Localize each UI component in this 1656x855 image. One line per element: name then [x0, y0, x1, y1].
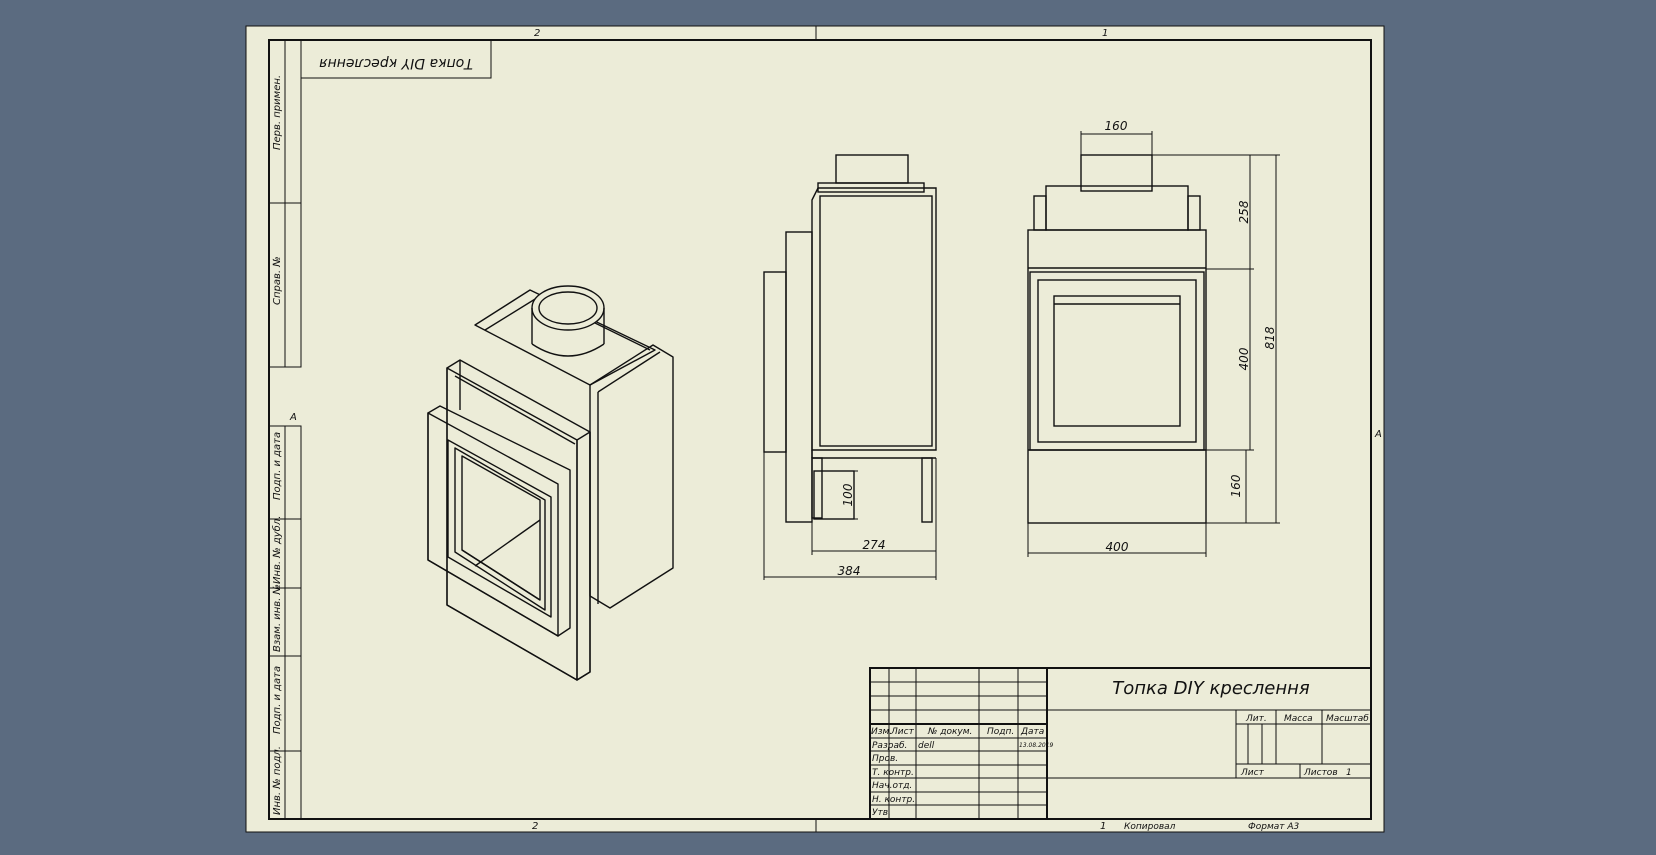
side-col-7: Инв. № подл.	[272, 746, 283, 815]
tb-header-list: Лист	[890, 727, 915, 737]
dim-upper-height: 258	[1237, 200, 1251, 223]
dim-side-total: 384	[838, 564, 861, 578]
tb-sheets-count: 1	[1346, 768, 1352, 778]
tb-row-nkontr: Н. контр.	[872, 795, 915, 805]
side-col-3: Подп. и дата	[272, 432, 283, 500]
zone-bottom-2: 2	[532, 821, 538, 832]
dim-front-width: 400	[1106, 540, 1129, 554]
side-col-6: Подп. и дата	[272, 666, 283, 734]
tb-row-razrab: Разраб.	[872, 741, 907, 751]
tb-header-doc: № докум.	[927, 727, 972, 737]
tb-header-sign: Подп.	[987, 727, 1014, 737]
front-view	[1027, 154, 1207, 524]
zone-right-a: A	[1374, 429, 1382, 440]
side-col-4: Инв. № дубл.	[271, 516, 283, 584]
tb-header-date: Дата	[1020, 727, 1044, 737]
top-stamp-title: Топка DIY креслення	[319, 55, 473, 71]
tb-scale-label: Масштаб	[1326, 714, 1369, 724]
side-col-2: Справ. №	[272, 256, 283, 305]
dim-leg-height: 100	[841, 483, 855, 506]
tb-sheets-label: Листов	[1303, 768, 1338, 778]
tb-copied-label: Копировал	[1124, 822, 1176, 832]
side-view	[763, 154, 937, 523]
top-stamp-box	[300, 39, 492, 79]
zone-top-1: 1	[1102, 28, 1108, 39]
paper	[245, 25, 1385, 833]
isometric-view	[427, 285, 674, 681]
tb-row-tkontr: Т. контр.	[872, 768, 914, 778]
tb-lit-label: Лит.	[1245, 714, 1267, 724]
tb-mass-label: Масса	[1284, 714, 1313, 724]
title-block-title: Топка DIY креслення	[1112, 678, 1310, 699]
zone-left-a: A	[289, 412, 297, 423]
tb-developer: dell	[918, 741, 935, 751]
side-col-5: Взам. инв. №	[272, 584, 283, 652]
title-block	[869, 667, 1372, 820]
side-columns	[268, 39, 302, 820]
side-col-1: Перв. примен.	[272, 75, 283, 150]
dim-total-height: 818	[1263, 326, 1277, 349]
tb-row-utv: Утв.	[872, 808, 891, 818]
zone-top-2: 2	[534, 28, 540, 39]
tb-sheet-label: Лист	[1240, 768, 1265, 778]
tb-format-label: Формат А3	[1248, 822, 1300, 832]
dim-top-width: 160	[1105, 119, 1128, 133]
dimension-lines	[763, 131, 1280, 580]
zone-bottom-1: 1	[1100, 821, 1106, 832]
tb-date: 13.08.2019	[1019, 742, 1054, 749]
tb-header-izm: Изм.	[871, 727, 892, 737]
dim-base-height: 160	[1229, 474, 1243, 497]
tb-row-nachotd: Нач.отд.	[872, 781, 912, 791]
dim-door-height: 400	[1237, 347, 1251, 370]
tb-row-prov: Пров.	[872, 754, 898, 764]
dim-side-inner: 274	[863, 538, 886, 552]
